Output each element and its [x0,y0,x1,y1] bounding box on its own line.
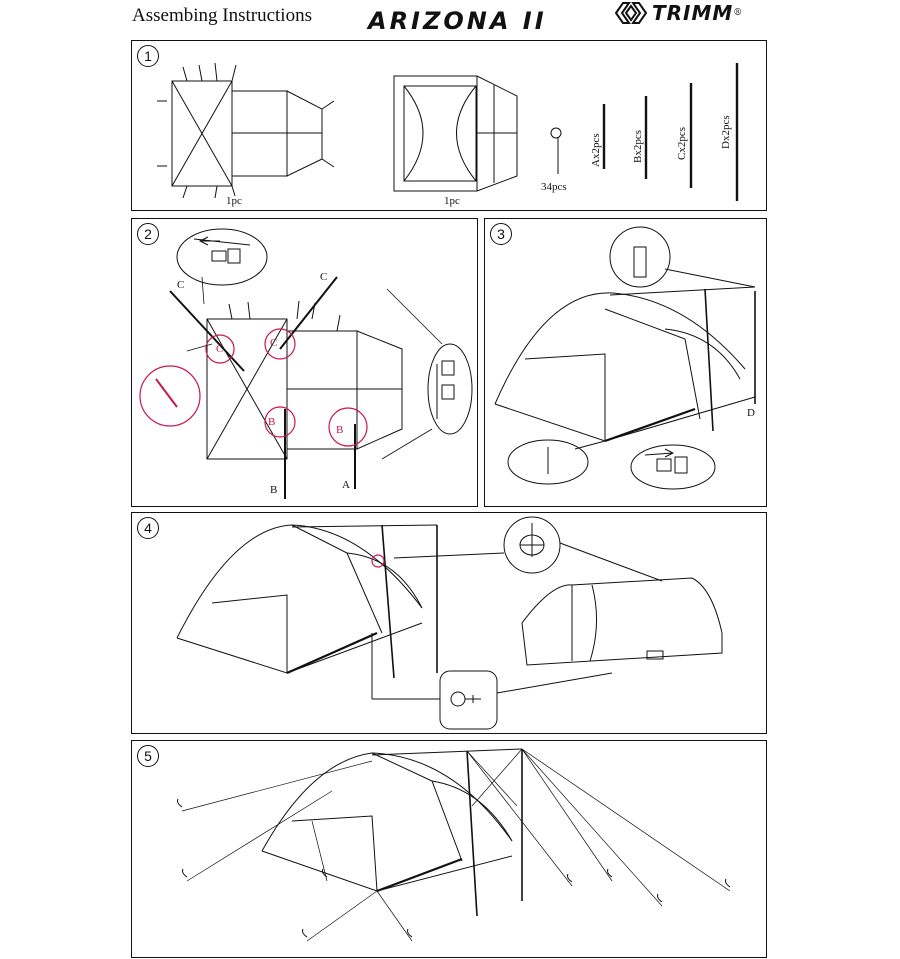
pole-d-qty: Dx2pcs [720,115,732,149]
pole-top-callout [609,226,756,288]
tent-pegs [177,798,731,938]
buckle-callout [630,444,716,490]
trimm-logo-icon [614,2,648,24]
peg-qty: 34pcs [541,181,567,193]
step-number: 4 [137,517,159,539]
pole-insertion-illustration [139,228,473,499]
pole-b-label: B [270,484,278,496]
components-illustration [157,62,739,201]
pointer-arrows [186,276,443,460]
header: Assembing Instructions ARIZONA II TRIMM® [0,0,900,40]
attach-flysheet-illustration [176,516,723,730]
ring-callout [507,439,606,485]
tent-body [494,286,756,443]
step-3-panel: 3 D [484,218,767,507]
registered-mark: ® [733,8,743,18]
pole-a-qty: Ax2pcs [590,133,602,167]
flysheet-section [521,577,723,666]
buckle-callout-top [176,228,268,286]
tent-with-poles [176,524,438,679]
step-4-panel: 4 [131,512,767,734]
step-2-panel: 2 [131,218,478,507]
pole-ab-lines [284,409,356,499]
product-name: ARIZONA II [368,7,547,35]
pitched-tent [261,748,523,917]
document-title: Assembing Instructions [132,5,312,26]
brand-logo: TRIMM® [614,0,742,26]
pole-d-label: D [747,407,755,419]
step-number: 2 [137,223,159,245]
clip-callout [371,633,613,730]
guy-lines [181,748,731,942]
callout-c1-label: C [216,343,224,355]
flysheet-icon [393,75,518,192]
brand-name: TRIMM [652,1,734,25]
step-5-panel: 5 [131,740,767,958]
pole-c-lines [169,276,338,372]
callout-b1-label: B [268,416,276,428]
pole-insert-callouts [139,328,368,447]
pole-b-qty: Bx2pcs [632,130,644,163]
raise-tent-illustration [494,226,756,490]
inner-tent-layout [206,300,403,460]
step-number: 1 [137,45,159,67]
toggle-callout [393,516,663,582]
pole-a-label: A [342,479,350,491]
flysheet-qty: 1pc [444,195,460,207]
callout-b2-label: B [336,424,344,436]
pole-c-qty: Cx2pcs [676,127,688,160]
inner-tent-icon [157,62,335,199]
callout-c2-label: C [270,337,278,349]
buckle-callout-right [427,343,473,435]
pole-c-left-label: C [177,279,185,291]
step-number: 3 [490,223,512,245]
inner-tent-qty: 1pc [226,195,242,207]
step-1-panel: 1 1pc 1pc [131,40,767,211]
tent-peg-icon [550,127,562,174]
step-number: 5 [137,745,159,767]
guy-lines-illustration [177,748,731,942]
pole-c-right-label: C [320,271,328,283]
